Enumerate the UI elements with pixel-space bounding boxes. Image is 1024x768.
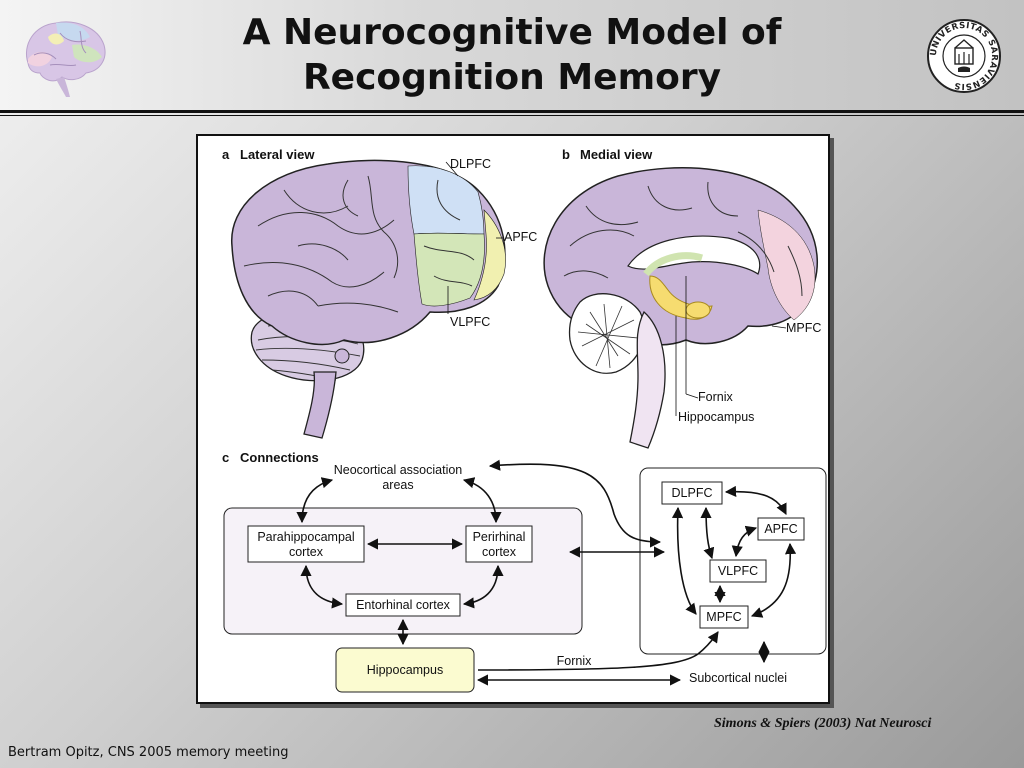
node-parahippocampal-line2: cortex	[289, 545, 324, 559]
node-dlpfc: DLPFC	[672, 486, 713, 500]
title-line-2: Recognition Memory	[302, 57, 722, 98]
figure-svg: a Lateral view DLPFC APFC VLPFC	[222, 147, 827, 693]
node-apfc-box	[757, 517, 805, 541]
figure-panel: a Lateral view DLPFC APFC VLPFC	[196, 134, 830, 704]
arrow-dlpfc-mpfc	[671, 506, 697, 615]
panel-b-letter: b	[562, 147, 570, 162]
panel-c-letter: c	[222, 450, 229, 465]
arrow-apfc-mpfc	[750, 542, 797, 618]
label-dlpfc-lateral: DLPFC	[450, 157, 491, 171]
medial-brain-illustration	[543, 167, 819, 449]
label-mpfc-medial: MPFC	[786, 321, 821, 335]
arrow-apfc-vlpfc	[731, 525, 758, 558]
lateral-brain-illustration	[231, 159, 506, 439]
slide-footer: Bertram Opitz, CNS 2005 memory meeting	[8, 745, 289, 760]
label-hippocampus-medial: Hippocampus	[678, 410, 754, 424]
label-vlpfc-lateral: VLPFC	[450, 315, 490, 329]
node-parahippocampal-box	[247, 525, 365, 563]
node-entorhinal: Entorhinal cortex	[356, 598, 451, 612]
node-entorhinal-box	[345, 593, 461, 617]
arrow-dlpfc-apfc	[724, 485, 787, 516]
header-rule-thin	[0, 115, 1024, 116]
node-neocortical-line2: areas	[382, 478, 413, 492]
label-apfc-lateral: APFC	[504, 230, 537, 244]
node-mpfc: MPFC	[706, 610, 741, 624]
node-apfc: APFC	[764, 522, 797, 536]
node-parahippocampal-line1: Parahippocampal	[257, 530, 354, 544]
node-perirhinal-line2: cortex	[482, 545, 517, 559]
panel-a-letter: a	[222, 147, 230, 162]
node-hippocampus-box	[335, 647, 475, 693]
university-seal-icon: UNIVERSITAS SARAVIENSIS	[927, 19, 1001, 93]
title-line-1: A Neurocognitive Model of	[242, 12, 782, 53]
node-dlpfc-box	[661, 481, 723, 505]
brain-logo-icon	[26, 21, 106, 97]
panel-c-title: Connections	[240, 450, 319, 465]
node-subcortical: Subcortical nuclei	[689, 671, 787, 685]
node-neocortical-line1: Neocortical association	[334, 463, 463, 477]
label-fornix-medial: Fornix	[698, 390, 733, 404]
panel-a-title: Lateral view	[240, 147, 315, 162]
node-perirhinal-line1: Perirhinal	[473, 530, 526, 544]
connection-arrows	[296, 459, 797, 686]
arrow-parahippocampal-entorhinal	[300, 564, 344, 609]
arrow-dlpfc-vlpfc	[700, 506, 715, 560]
arrow-neocortical-pfc	[488, 459, 662, 548]
slide-title: A Neurocognitive Model of Recognition Me…	[170, 10, 854, 100]
slide-header	[0, 0, 1024, 110]
label-fornix-connection: Fornix	[557, 654, 592, 668]
node-hippocampus: Hippocampus	[367, 663, 443, 677]
arrow-neocortical-parahippocampal	[296, 477, 334, 524]
node-mpfc-box	[699, 605, 749, 629]
header-rule-thick	[0, 110, 1024, 113]
panel-b-title: Medial view	[580, 147, 653, 162]
node-vlpfc: VLPFC	[718, 564, 758, 578]
arrow-perirhinal-entorhinal	[462, 564, 504, 609]
arrow-hippocampus-mpfc-fornix	[477, 631, 719, 671]
citation: Simons & Spiers (2003) Nat Neurosci	[714, 716, 932, 731]
